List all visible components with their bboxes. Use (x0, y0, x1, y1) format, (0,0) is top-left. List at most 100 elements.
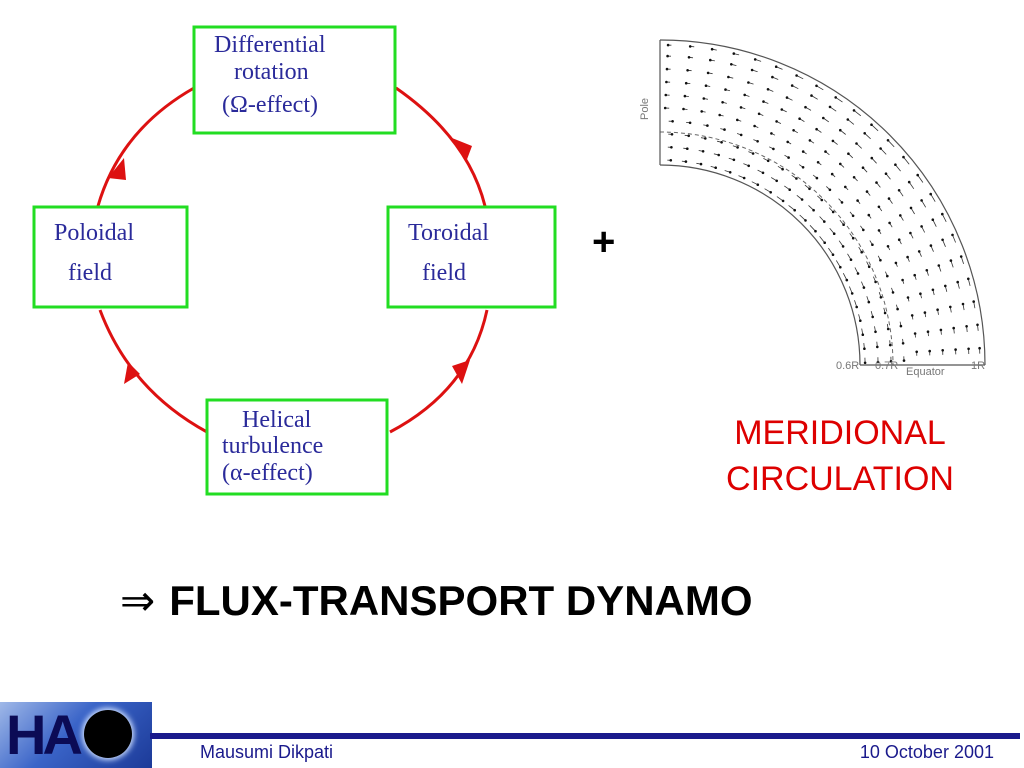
flow-vector-head (699, 162, 703, 166)
cycle-arc-top-left (96, 86, 195, 207)
flow-vector-head (842, 223, 845, 226)
flow-vector-head (828, 188, 832, 192)
flow-vector-head (670, 146, 673, 149)
flow-vector-head (688, 121, 692, 125)
flow-vector-head (686, 147, 689, 150)
flow-vector-head (894, 261, 898, 265)
flow-vector-head (771, 75, 774, 79)
flow-vector (917, 174, 924, 183)
flow-vector-head (855, 305, 858, 309)
flow-vector-head (815, 127, 818, 131)
flow-vector-head (870, 123, 873, 126)
flow-vector-head (724, 88, 727, 91)
arrow-head-left-top (108, 158, 126, 180)
cycle-arc-bottom-right (389, 309, 489, 434)
flow-vector-head (967, 277, 970, 281)
flow-vector-head (810, 94, 813, 97)
flow-vector-head (670, 133, 674, 136)
sun-icon (84, 710, 132, 758)
flow-vector-head (874, 330, 877, 334)
flow-vector-head (728, 171, 732, 174)
flow-vector-head (899, 214, 902, 217)
flow-vector-head (961, 302, 965, 306)
flow-vector-head (941, 212, 944, 216)
flow-vector-head (926, 330, 930, 334)
flow-vector-head (756, 140, 759, 143)
flow-vector-head (704, 137, 707, 140)
flow-vector-head (736, 146, 739, 149)
flow-vector-head (786, 140, 789, 144)
flow-vector-head (801, 166, 805, 169)
flow-vector-head (798, 117, 801, 120)
flow-vector-head (753, 58, 757, 61)
flow-vector-head (891, 291, 895, 294)
flow-vector (895, 164, 901, 172)
outer-boundary-arc (659, 39, 986, 366)
flow-vector-head (839, 162, 842, 166)
flow-vector-head (899, 324, 903, 328)
flow-vector-head (976, 323, 979, 327)
flow-vector-head (931, 218, 935, 221)
footer-date: 10 October 2001 (859, 742, 994, 762)
flow-vector-head (888, 221, 891, 225)
flow-vector-head (824, 150, 827, 153)
flow-vector-head (720, 141, 723, 144)
flow-vector-head (929, 244, 933, 247)
flow-vector-head (671, 120, 674, 123)
flow-vector-head (702, 97, 706, 100)
differential-rotation-line-3: (Ω-effect) (222, 92, 318, 118)
flow-vector-head (739, 106, 743, 109)
flow-vector-head (901, 342, 905, 345)
flow-vector-head (727, 75, 730, 79)
headline-text: FLUX-TRANSPORT DYNAMO (169, 577, 753, 624)
flow-vector-head (862, 286, 866, 289)
helical-turbulence-box: Helical turbulence (α-effect) (205, 398, 389, 496)
differential-rotation-line-1: Differential (214, 32, 326, 58)
flow-vector-head (736, 118, 739, 122)
flow-vector-head (717, 153, 720, 157)
flow-vector-head (845, 278, 849, 282)
flow-vector-head (683, 94, 687, 98)
helical-line-1: Helical (242, 407, 312, 433)
flow-vector-head (972, 300, 975, 303)
arrow-head-right-top (452, 138, 472, 162)
inner-boundary-arc (659, 164, 861, 366)
cycle-arc-top-right (395, 86, 487, 207)
flow-vector-head (750, 68, 754, 72)
flow-vector-head (879, 147, 882, 150)
flow-vector (903, 156, 910, 165)
flow-vector-head (901, 278, 904, 282)
flow-vector (847, 119, 855, 125)
flow-vector-head (909, 231, 912, 235)
flow-vector-head (666, 43, 670, 47)
flow-vector-head (832, 232, 836, 235)
flow-vector-head (815, 84, 818, 88)
flow-vector-head (915, 350, 918, 354)
flow-vector (809, 225, 816, 232)
flow-vectors (663, 43, 981, 365)
flow-vector-head (766, 88, 770, 91)
flow-vector (799, 214, 806, 221)
flow-vector-head (871, 315, 874, 319)
arrow-head-right-bottom (452, 360, 470, 384)
flow-vector-head (954, 348, 957, 351)
flow-vector-head (721, 101, 724, 104)
flow-vector-head (852, 176, 856, 179)
flow-vector-head (867, 213, 871, 217)
flow-vector-head (730, 63, 733, 66)
toroidal-line-2: field (422, 260, 466, 286)
flow-vector-head (669, 159, 673, 162)
flow-vector-head (875, 181, 878, 184)
flow-vector-head (766, 159, 770, 163)
flow-vector (835, 260, 841, 268)
flow-vector-head (847, 152, 850, 155)
flow-vector-head (978, 346, 981, 350)
flow-vector (887, 140, 895, 148)
flow-vector-head (701, 150, 705, 153)
flow-vector-head (781, 167, 784, 171)
flow-vector-head (919, 292, 922, 296)
radius-label-0-7r: 0.7R (875, 360, 898, 372)
flow-vector-head (831, 253, 835, 256)
implies-arrow-icon: ⇒ (120, 576, 156, 625)
